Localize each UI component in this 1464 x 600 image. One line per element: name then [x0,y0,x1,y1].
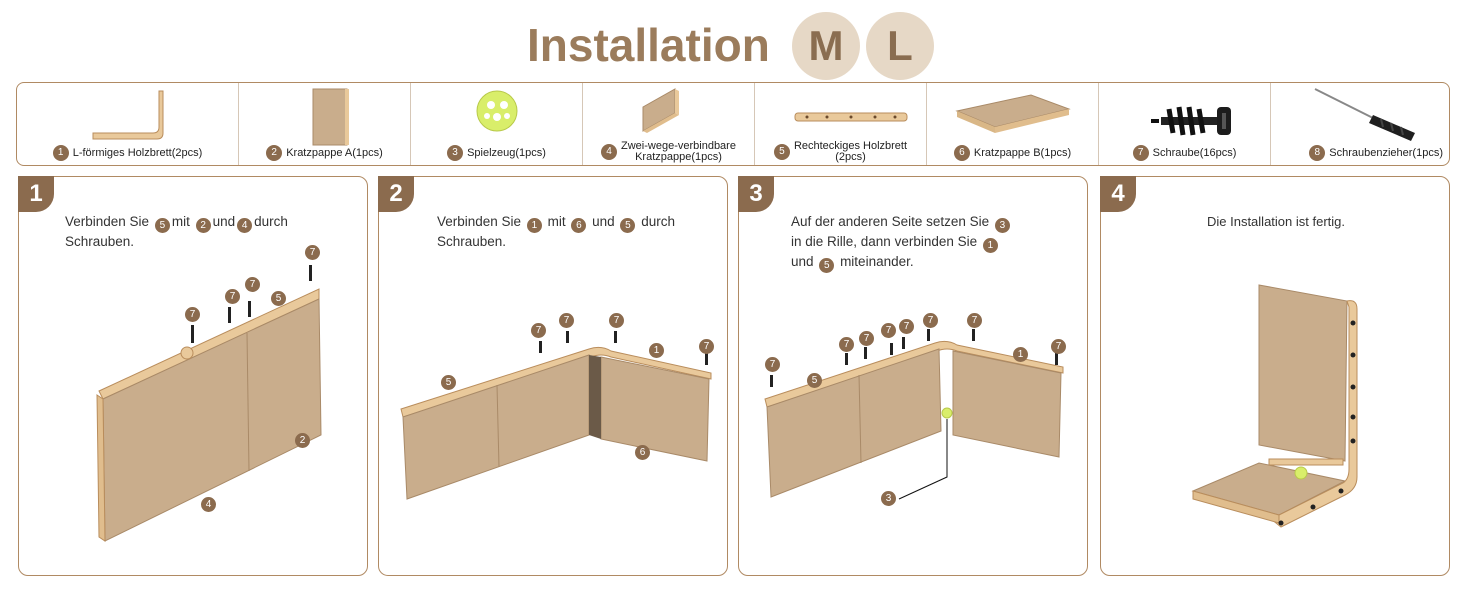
two-way-card-icon [642,88,679,133]
label-screw: 7 [559,313,574,328]
label-screw: 7 [967,313,982,328]
part-label: L-förmiges Holzbrett(2pcs) [72,146,203,159]
part-ref: 2 [195,218,211,233]
part-label: Schraubenzieher(1pcs) [1329,146,1443,159]
label-screw: 7 [531,323,546,338]
part-label-line1: Rechteckiges Holzbrett [793,140,908,152]
step-3-illustration [764,329,1064,500]
part-ref: 1 [526,218,542,233]
label-screw: 7 [699,339,714,354]
screwdriver-icon [1314,88,1415,141]
page-title: Installation [527,19,770,71]
label-screw: 7 [245,277,260,292]
label-board-5: 5 [807,373,822,388]
label-board-5: 5 [441,375,456,390]
part-label-line1: Zwei-wege-verbindbare [621,140,736,152]
part-label-line2: Kratzpappe(1pcs) [635,151,722,163]
step-4-illustration [1191,284,1358,528]
part-label: Kratzpappe B(1pcs) [973,146,1072,159]
step-2-illustration [400,331,712,500]
part-label: Kratzpappe A(1pcs) [286,146,383,159]
card-a-icon [312,88,349,146]
step-1-illustration [96,265,322,542]
label-board-1: 1 [649,343,664,358]
part-ref: 6 [571,218,587,233]
part-number: 6 [953,145,970,161]
part-ref: 5 [620,218,636,233]
label-screw: 7 [609,313,624,328]
label-screw: 7 [859,331,874,346]
label-screw: 7 [225,289,240,304]
step-badge: 3 [738,176,774,212]
step-4-panel: 4 Die Installation ist fertig. [1100,176,1450,576]
step-instruction: Die Installation ist fertig. [1206,214,1345,229]
header: Installation M L [0,8,1464,80]
part-label: Spielzeug(1pcs) [467,146,546,159]
step-badge: 1 [18,176,54,212]
part-ref: 5 [819,258,835,273]
label-screw: 7 [881,323,896,338]
part-ref: 3 [994,218,1010,233]
part-number: 8 [1309,145,1326,161]
toy-ball-icon [476,90,518,132]
screw-icon [1151,106,1231,136]
label-board-1: 1 [1013,347,1028,362]
part-number: 7 [1132,145,1149,161]
label-board: 5 [271,291,286,306]
card-b-icon [955,94,1071,133]
label-card-b: 4 [201,497,216,512]
rect-board-icon [794,112,908,122]
step-badge: 4 [1100,176,1136,212]
label-screw: 7 [899,319,914,334]
size-badge-l: L [866,12,934,80]
part-number: 4 [601,144,618,160]
label-screw: 7 [839,337,854,352]
label-screw: 7 [1051,339,1066,354]
part-label: Schraube(16pcs) [1152,146,1237,159]
label-card-6: 6 [635,445,650,460]
part-number: 1 [52,145,69,161]
step-badge: 2 [378,176,414,212]
l-board-icon [92,90,164,140]
part-ref: 1 [982,238,998,253]
part-number: 5 [773,144,790,160]
part-number: 3 [447,145,464,161]
part-ref: 5 [154,218,170,233]
label-toy: 3 [881,491,896,506]
label-screw: 7 [185,307,200,322]
part-ref: 4 [237,218,253,233]
label-screw: 7 [923,313,938,328]
part-number: 2 [266,145,283,161]
label-card-a: 2 [295,433,310,448]
size-badge-m: M [792,12,860,80]
label-screw: 7 [305,245,320,260]
label-screw: 7 [765,357,780,372]
part-label-line2: (2pcs) [835,151,866,163]
